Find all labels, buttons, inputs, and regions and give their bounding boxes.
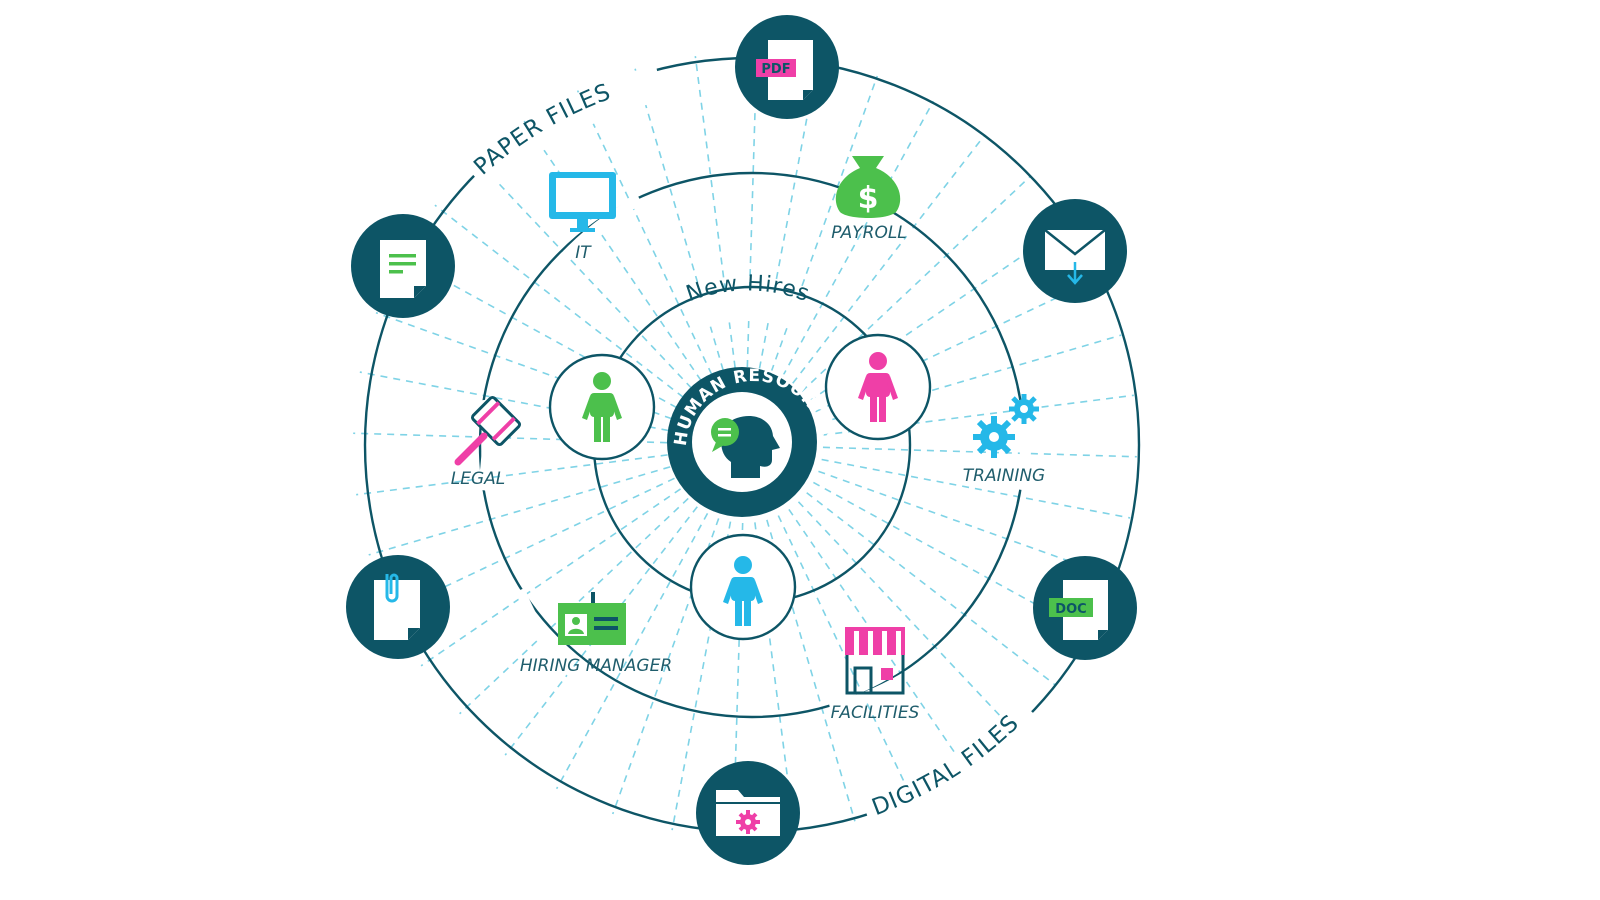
connector-line [555, 513, 709, 790]
it-label: IT [575, 243, 592, 263]
person-icon [582, 372, 622, 442]
connector-line [781, 100, 935, 377]
connector-line [356, 454, 668, 496]
dept-training[interactable]: TRAINING [963, 394, 1045, 486]
facilities-label: FACILITIES [831, 703, 920, 723]
dollar-sign: $ [858, 181, 879, 216]
human-resources-hub[interactable]: HUMAN RESOURCES [667, 366, 837, 517]
monitor-icon [549, 172, 616, 232]
payroll-label: PAYROLL [831, 223, 907, 243]
paper-files-label: PAPER FILES [469, 79, 615, 180]
email-download-node[interactable] [1023, 199, 1127, 303]
connector-line [806, 492, 1056, 686]
attachment-file-node[interactable] [346, 555, 450, 659]
gavel-icon [454, 395, 522, 466]
pdf-badge-text: PDF [761, 62, 790, 77]
money-bag-icon: $ [835, 156, 901, 218]
document-file-node[interactable] [351, 214, 455, 318]
gears-icon [973, 394, 1039, 458]
pdf-file-node[interactable]: PDF [735, 15, 839, 119]
building-icon [845, 627, 905, 695]
folder-settings-node[interactable] [696, 761, 800, 865]
doc-badge-text: DOC [1055, 602, 1086, 617]
connector-line [368, 466, 671, 556]
new-hire-pink[interactable] [824, 333, 932, 441]
connector-line [475, 159, 693, 389]
dept-facilities[interactable]: FACILITIES [831, 627, 920, 723]
connector-line [777, 515, 914, 800]
head-icon [711, 416, 780, 478]
digital-files-label: DIGITAL FILES [868, 710, 1024, 821]
doc-file-node[interactable]: DOC [1033, 556, 1137, 660]
new-hire-green[interactable] [548, 353, 656, 461]
connector-line [821, 458, 1131, 519]
connector-line [523, 120, 702, 382]
dept-legal[interactable]: LEGAL [451, 395, 522, 489]
training-label: TRAINING [963, 466, 1045, 486]
connector-line [792, 134, 986, 384]
dept-hiring-manager[interactable]: HIRING MANAGER [520, 592, 672, 676]
person-icon [723, 556, 763, 626]
person-icon [858, 352, 898, 422]
dept-it[interactable]: IT [549, 172, 616, 263]
connector-line [434, 204, 684, 398]
connector-line [420, 488, 682, 667]
dept-payroll[interactable]: $ PAYROLL [831, 156, 907, 243]
gear-icon [736, 810, 760, 834]
connector-line [818, 470, 1115, 579]
pdf-badge [756, 59, 796, 77]
new-hire-cyan[interactable] [689, 533, 797, 641]
hiring-manager-label: HIRING MANAGER [520, 656, 672, 676]
legal-label: LEGAL [451, 469, 506, 489]
connector-line [797, 501, 1015, 731]
id-badge-icon [558, 592, 626, 645]
doc-badge [1049, 598, 1093, 617]
connector-line [576, 90, 713, 375]
